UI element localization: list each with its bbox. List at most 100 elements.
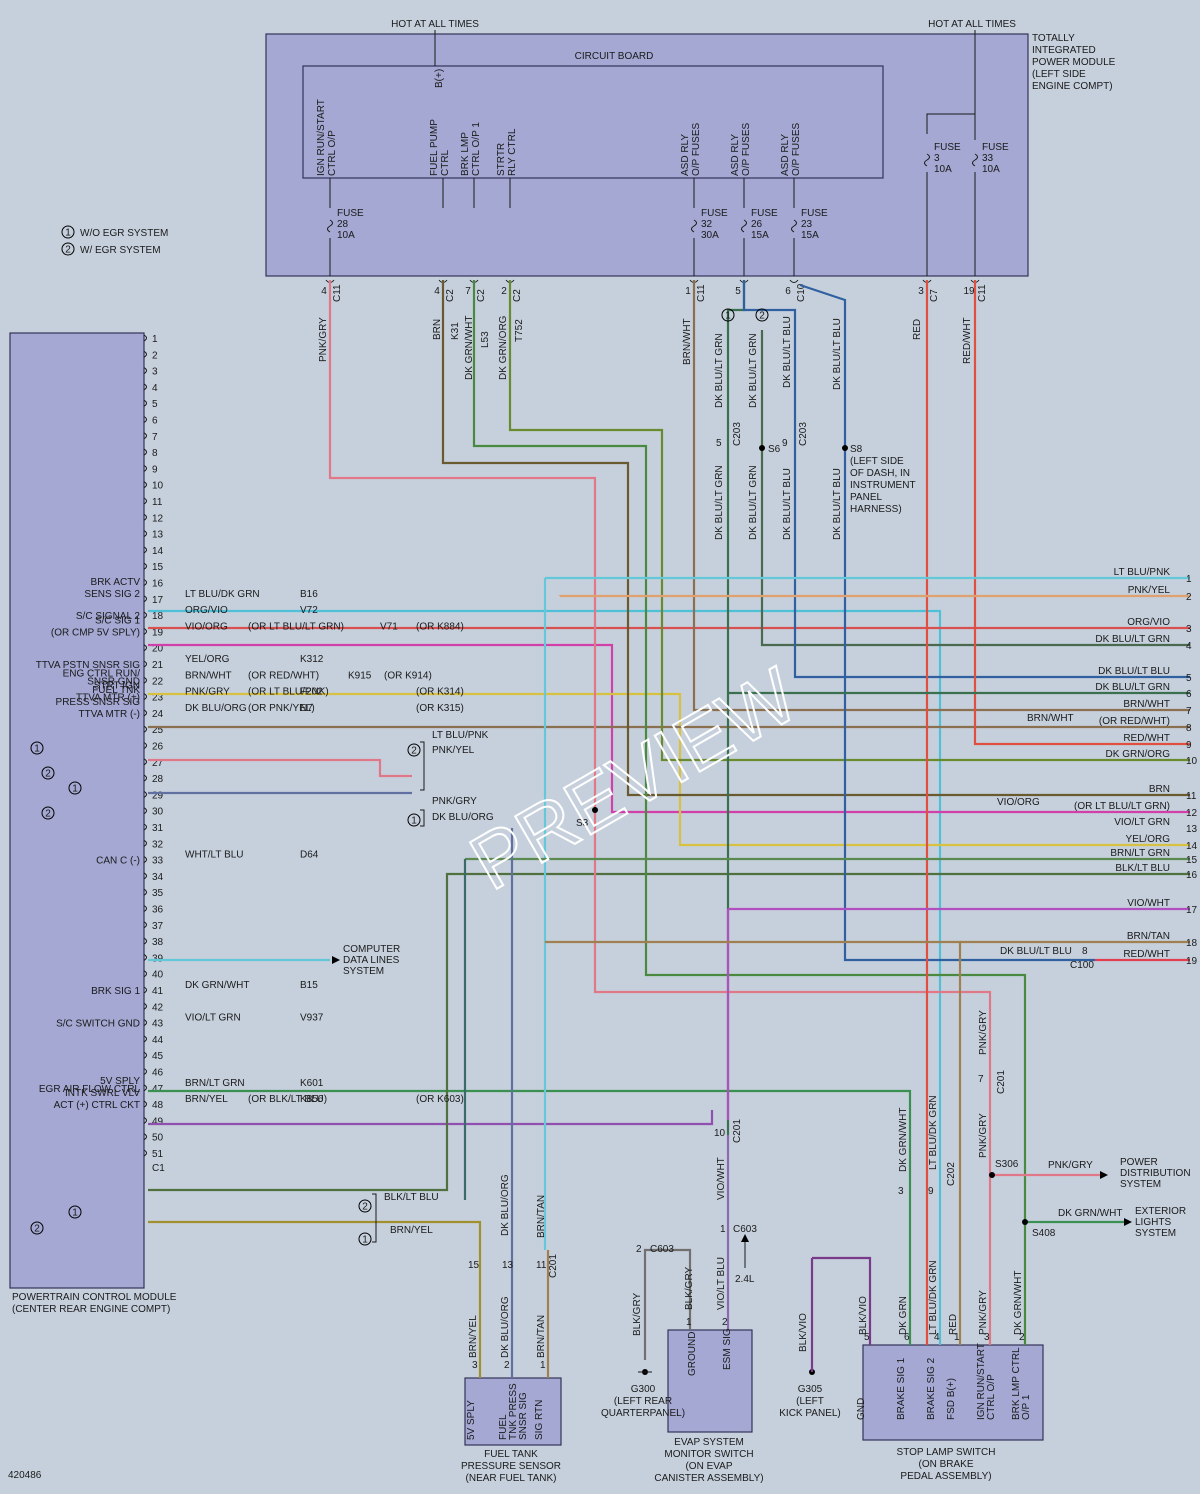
pcm-pin-cup — [143, 562, 147, 570]
tipm-connector-id: C11 — [332, 284, 343, 302]
tipm-connector-id: C2 — [476, 289, 487, 302]
right-edge-pin: 11 — [1186, 791, 1197, 802]
pcm-wire-alt-color: (OR BLK/LT BLU) — [248, 1094, 327, 1105]
right-edge-wire-color: DK BLU/LT GRN — [1095, 634, 1170, 645]
option-circle — [755, 308, 769, 322]
tipm-connector-pin: 6 — [785, 286, 791, 297]
tipm-connector-pin: 4 — [434, 286, 440, 297]
fuse-label: 26 — [751, 219, 763, 230]
pcm-pin-number: 25 — [152, 725, 164, 736]
right-edge-wire-color: RED/WHT — [1123, 733, 1170, 744]
stop-lamp-pin-label: FSD B(+) — [946, 1378, 957, 1420]
stop-lamp-pin: 3 — [984, 1332, 990, 1343]
wire-egr-air-flow-ctrl — [148, 872, 1190, 1192]
right-edge-wire-color: DK GRN/ORG — [1106, 749, 1171, 760]
connector-pin: 10 — [714, 1128, 726, 1139]
connector-c201: C201 — [548, 1254, 559, 1278]
pcm-pin-cup — [143, 481, 147, 489]
evap-pin: 2 — [722, 1317, 728, 1328]
right-edge-pin: 9 — [1186, 740, 1192, 751]
tipm-connector-pin: 19 — [963, 286, 975, 297]
evap-pin-label: ESM SIG — [722, 1328, 733, 1370]
right-edge-pin: 7 — [1186, 706, 1192, 717]
pcm-pin-number: 14 — [152, 546, 164, 557]
connector-pin: 9 — [928, 1186, 934, 1197]
evap-pin-wire: BLK/GRY — [684, 1267, 695, 1310]
pcm-pin-number: 50 — [152, 1133, 164, 1144]
fuse-label: FUSE — [701, 208, 728, 219]
right-edge-wire-color: (OR LT BLU/LT GRN) — [1074, 801, 1170, 812]
pcm-wire-alt-color: (OR PNK/YEL) — [248, 703, 315, 714]
tipm-title: INTEGRATED — [1032, 45, 1096, 56]
fuel-upper-wire: DK BLU/ORG — [500, 1174, 511, 1236]
stop-lamp-title: (ON BRAKE — [918, 1459, 973, 1470]
fuse-label: 30A — [701, 230, 719, 241]
pcm-connector-id: C1 — [152, 1163, 165, 1174]
stop-lamp-pin-wire: LT BLU/DK GRN — [928, 1260, 939, 1335]
evap-title: EVAP SYSTEM — [674, 1437, 744, 1448]
tipm-pin-label: ASD RLY — [680, 134, 691, 176]
pcm-pin-cup — [143, 953, 147, 961]
pcm-wire-color: LT BLU/DK GRN — [185, 589, 260, 600]
right-edge-pin: 16 — [1186, 870, 1198, 881]
vertical-wire-label: DK GRN/WHT — [464, 316, 475, 380]
pcm-signal-name: PRESS SNSR SIG — [56, 697, 141, 708]
stop-lamp-pin: 6 — [904, 1332, 910, 1343]
fuel-sensor-wire: BRN/TAN — [536, 1315, 547, 1358]
evap-upper-wire: VIO/WHT — [716, 1157, 727, 1200]
option-circle-num: 1 — [72, 784, 78, 795]
hot-at-all-times-label: HOT AT ALL TIMES — [391, 19, 479, 30]
ext-lights-dest: SYSTEM — [1135, 1228, 1176, 1239]
pcm-pin-cup — [143, 334, 147, 342]
vertical-wire-label: DK BLU/LT BLU — [782, 468, 793, 540]
right-edge-wire-color: YEL/ORG — [1126, 834, 1171, 845]
stop-lamp-pin: 2 — [1019, 1332, 1025, 1343]
pcm-pin-number: 18 — [152, 611, 164, 622]
pcm-pin-cup — [143, 350, 147, 358]
pcm-wire-alt-color: (OR LT BLU/PNK) — [248, 687, 329, 698]
right-edge-pin: 13 — [1186, 824, 1198, 835]
pcm-pin-number: 22 — [152, 676, 164, 687]
ext-lights-wire: DK GRN/WHT — [1058, 1208, 1122, 1219]
wire-brk-sig-1 — [148, 1089, 912, 1190]
stop-lamp-pin-wire: PNK/GRY — [978, 1290, 989, 1335]
wire-eng-ctrl-run — [148, 758, 412, 778]
pcm-circuit-id: K312 — [300, 654, 324, 665]
pcm-pin-cup — [143, 774, 147, 782]
pcm-signal-name: S/C SWITCH GND — [56, 1019, 140, 1030]
pcm-signal-name: EGR AIR FLOW CTRL — [39, 1084, 141, 1095]
pcm-wire-color: VIO/ORG — [185, 621, 228, 632]
stop-lamp-pin-wire: BLK/VIO — [858, 1296, 869, 1335]
power-dist-dest: DISTRIBUTION — [1120, 1168, 1191, 1179]
bplus-label: B(+) — [434, 69, 445, 88]
pcm-pin-cup — [143, 595, 147, 603]
connector-pin: 1 — [720, 1224, 726, 1235]
right-edge-pin: 15 — [1186, 855, 1198, 866]
tipm-connector-id: C11 — [977, 284, 988, 302]
stop-lamp-pin-label: GND — [856, 1398, 867, 1420]
pcm-signal-name: BRK ACTV — [91, 577, 141, 588]
option-circle-num: 2 — [45, 769, 51, 780]
fuse-4-symbol — [924, 153, 930, 167]
right-edge-wire-color: DK BLU/LT GRN — [1095, 682, 1170, 693]
pcm-pin-cup — [143, 367, 147, 375]
vertical-wire-label: DK BLU/LT BLU — [832, 468, 843, 540]
pcm-pin-cup — [143, 497, 147, 505]
can-destination: DATA LINES — [343, 955, 400, 966]
pcm-pin-cup — [143, 1035, 147, 1043]
pcm-pin-cup — [143, 513, 147, 521]
pcm-pin-number: 24 — [152, 709, 164, 720]
pcm-pin-cup — [143, 1084, 147, 1092]
pcm-pin-cup — [143, 872, 147, 880]
pcm-pin-number: 35 — [152, 888, 164, 899]
pcm-pin-number: 29 — [152, 790, 164, 801]
vertical-wire-label: RED/WHT — [962, 317, 973, 364]
pcm-title: POWERTRAIN CONTROL MODULE — [12, 1292, 177, 1303]
pcm-pin-number: 10 — [152, 481, 164, 492]
vertical-wire-label: T752 — [514, 319, 525, 342]
wire-dk-blu-lt-blu-2 — [799, 283, 1095, 962]
fuse-label: 15A — [801, 230, 819, 241]
option-circle — [407, 813, 421, 827]
tipm-connector-pin: 2 — [501, 286, 507, 297]
right-edge-pin: 4 — [1186, 641, 1192, 652]
